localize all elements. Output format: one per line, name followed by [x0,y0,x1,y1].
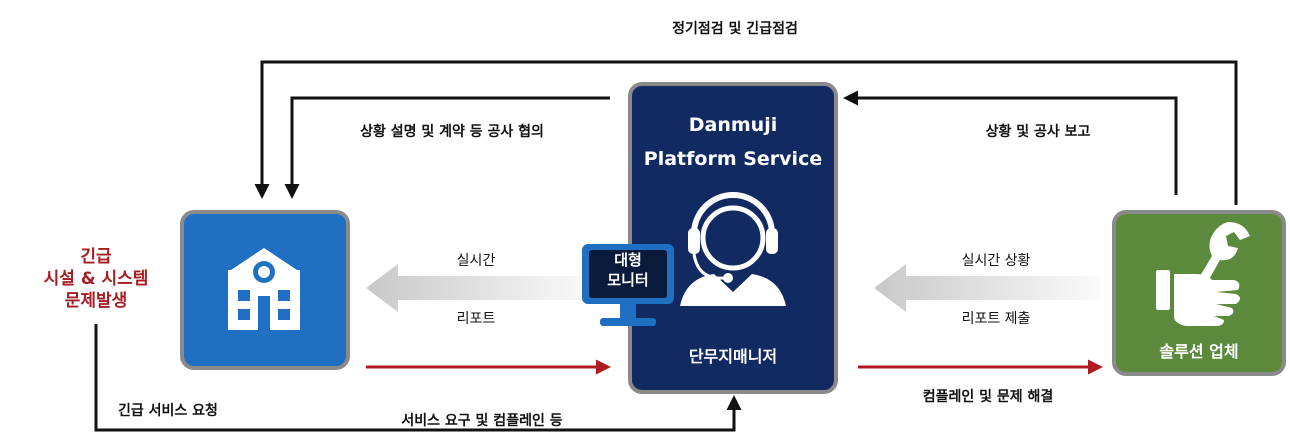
emergency-line-3: 문제발생 [64,291,128,311]
realtime-right-label: 실시간 상황 [961,253,1031,269]
service-request-arrow [94,324,742,432]
report-left-label: 리포트 [456,311,496,327]
regular-inspection-arrow [254,60,1238,205]
platform-service-box: Danmuji Platform Service 단무지매니저 [628,82,838,394]
monitor-label: 대형 모니터 [586,250,670,290]
emergency-request-label: 긴급 서비스 요청 [118,403,218,419]
realtime-report-left-gray-arrow [366,264,590,312]
top-inspection-label: 정기점검 및 긴급점검 [672,21,798,37]
service-request-label: 서비스 요구 및 컴플레인 등 [401,413,563,429]
emergency-problem-label: 긴급 시설 & 시스템 문제발생 [44,246,149,312]
platform-title-line1: Danmuji [688,114,778,136]
complaint-resolution-label: 컴플레인 및 문제 해결 [922,389,1054,405]
building-icon [228,248,300,330]
consultation-arrow [284,96,610,199]
emergency-line-2: 시설 & 시스템 [43,269,149,289]
solution-vendor-box: 솔루션 업체 [1112,210,1286,376]
monitor-label-line-2: 모니터 [607,271,649,289]
status-report-label: 상황 및 공사 보고 [985,124,1091,140]
monitor-icon [582,244,674,326]
consultation-label: 상황 설명 및 계약 등 공사 협의 [360,124,544,140]
status-report-arrow [843,90,1178,195]
platform-title-line2: Platform Service [643,148,823,170]
wrench-hand-icon [1156,222,1250,326]
report-right-label: 리포트 제출 [961,311,1031,327]
platform-subtitle: 단무지매니저 [688,347,778,366]
realtime-left-label: 실시간 [456,253,496,269]
monitor-label-line-1: 대형 [614,251,642,269]
emergency-line-1: 긴급 [80,247,112,267]
headset-agent-icon [680,192,786,306]
solution-vendor-label: 솔루션 업체 [1159,342,1239,361]
realtime-report-right-gray-arrow [874,264,1100,312]
building-box [180,210,350,370]
